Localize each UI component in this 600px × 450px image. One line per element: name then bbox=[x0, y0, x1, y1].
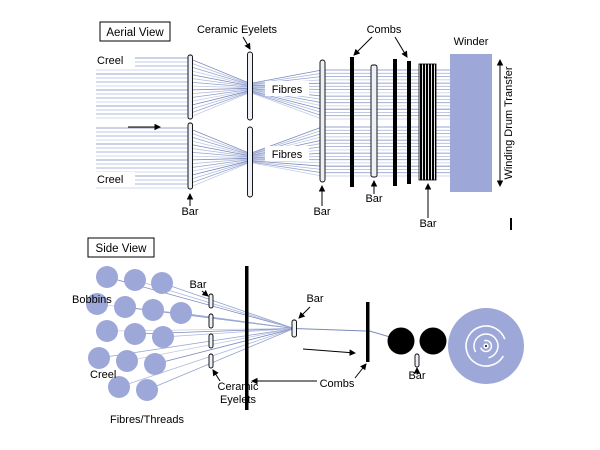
label-bg bbox=[265, 81, 309, 96]
roller-1 bbox=[387, 327, 415, 355]
roller-bar bbox=[414, 353, 420, 368]
drum-hub-dot bbox=[485, 345, 487, 347]
bobbins-group bbox=[86, 266, 192, 401]
side-view-label: Side View bbox=[87, 237, 155, 258]
ceramic-eyelets-side-line1: Ceramic bbox=[218, 381, 259, 393]
combs-label-aerial: Combs bbox=[367, 24, 402, 36]
bar-convergence-label: Bar bbox=[306, 293, 323, 305]
fibres-top-label: Fibres bbox=[265, 81, 309, 96]
side-view: Side View Bobbins Bar Bar Creel Ceramic … bbox=[72, 237, 524, 426]
comb-bar-3 bbox=[407, 61, 411, 184]
combs-leader-left bbox=[353, 36, 373, 56]
fibres-bottom-label: Fibres bbox=[265, 146, 309, 161]
thread-line bbox=[118, 328, 295, 388]
ceramic-eyelets-label: Ceramic Eyelets bbox=[197, 24, 278, 36]
side-eyelet-bar-4 bbox=[208, 353, 214, 369]
bar-eyelets-leader bbox=[201, 289, 209, 297]
drum-groove-mid bbox=[473, 333, 499, 359]
winding-drum-transfer-label: Winding Drum Transfer bbox=[503, 66, 515, 179]
creel-label-side: Creel bbox=[90, 369, 116, 381]
bar-eyelets-label: Bar bbox=[189, 279, 206, 291]
thread-line bbox=[161, 282, 295, 329]
side-view-title: Side View bbox=[96, 243, 148, 255]
bar-rollers-label: Bar bbox=[408, 370, 425, 382]
bobbins-label: Bobbins bbox=[72, 294, 112, 306]
side-comb-2 bbox=[366, 302, 370, 362]
combs-side-leader-right bbox=[354, 363, 367, 379]
bar-convergence-leader bbox=[298, 306, 311, 319]
comb-bar-2 bbox=[393, 59, 397, 186]
converged-thread bbox=[293, 328, 367, 332]
bobbin bbox=[88, 347, 110, 369]
aerial-view-label-box bbox=[99, 21, 171, 42]
bobbin bbox=[86, 293, 108, 315]
drum-groove-inner bbox=[479, 339, 493, 353]
bobbin bbox=[114, 296, 136, 318]
bobbin bbox=[136, 379, 158, 401]
aerial-view-label: Aerial View bbox=[99, 21, 171, 42]
thread-line bbox=[180, 312, 295, 329]
creel-top-label: Creel bbox=[95, 53, 135, 67]
bobbin bbox=[96, 320, 118, 342]
fibres-threads-label: Fibres/Threads bbox=[110, 414, 184, 426]
fibres-top-text: Fibres bbox=[272, 84, 303, 96]
thread-line bbox=[146, 328, 295, 391]
bar-creel-label: Bar bbox=[181, 206, 198, 218]
combs-leader-right bbox=[394, 36, 408, 58]
ceramic-eyelet-bottom bbox=[247, 126, 253, 198]
creel-bar-top bbox=[187, 54, 193, 120]
bar-comb-area-label: Bar bbox=[365, 193, 382, 205]
bobbin bbox=[116, 350, 138, 372]
drum-groove-outer bbox=[465, 325, 507, 367]
aerial-view: Aerial View Ceramic Eyelets Combs Winder… bbox=[95, 21, 515, 230]
bobbin bbox=[151, 272, 173, 294]
bobbin bbox=[170, 302, 192, 324]
mid-bar bbox=[319, 59, 326, 183]
ceramic-eyelet-top bbox=[247, 51, 253, 121]
bobbin bbox=[108, 376, 130, 398]
label-bg bbox=[95, 172, 135, 186]
thread-to-rollers bbox=[369, 330, 391, 338]
creel-bar-bottom bbox=[187, 122, 193, 190]
ceramic-eyelets-side-leader bbox=[212, 369, 221, 382]
side-view-label-box bbox=[87, 237, 155, 258]
winding-drum-side bbox=[448, 308, 524, 384]
label-bg bbox=[265, 146, 309, 161]
creel-bottom-text: Creel bbox=[97, 174, 123, 186]
roller-2 bbox=[419, 327, 447, 355]
side-eyelet-bar-3 bbox=[208, 333, 214, 349]
bobbin bbox=[142, 299, 164, 321]
thread-line bbox=[154, 328, 295, 365]
combs-label-side: Combs bbox=[320, 378, 355, 390]
side-eyelet-bar-1 bbox=[208, 293, 214, 309]
label-bg bbox=[95, 53, 135, 67]
comb-teeth-block bbox=[418, 63, 437, 181]
comb-area-bar bbox=[370, 64, 378, 178]
creel-bottom-label: Creel bbox=[95, 172, 135, 186]
side-comb-1 bbox=[245, 266, 249, 410]
winder-label: Winder bbox=[454, 36, 489, 48]
ceramic-eyelets-leader bbox=[242, 36, 251, 50]
bobbin bbox=[96, 266, 118, 288]
bobbin bbox=[144, 353, 166, 375]
thread-line bbox=[162, 328, 295, 338]
aerial-view-title: Aerial View bbox=[106, 27, 164, 39]
creel-top-text: Creel bbox=[97, 55, 123, 67]
thread-direction-arrow bbox=[302, 348, 356, 356]
bobbin bbox=[152, 326, 174, 348]
winder-drum bbox=[450, 54, 492, 192]
comb-bar-1 bbox=[350, 57, 354, 187]
bar-comb-label: Bar bbox=[419, 218, 436, 230]
bobbin bbox=[124, 269, 146, 291]
side-eyelet-bar-2 bbox=[208, 313, 214, 329]
bar-mid-label: Bar bbox=[313, 206, 330, 218]
fibres-bottom-text: Fibres bbox=[272, 149, 303, 161]
ceramic-eyelets-side-line2: Eyelets bbox=[220, 394, 257, 406]
bobbin bbox=[124, 323, 146, 345]
convergence-bar bbox=[291, 319, 297, 338]
